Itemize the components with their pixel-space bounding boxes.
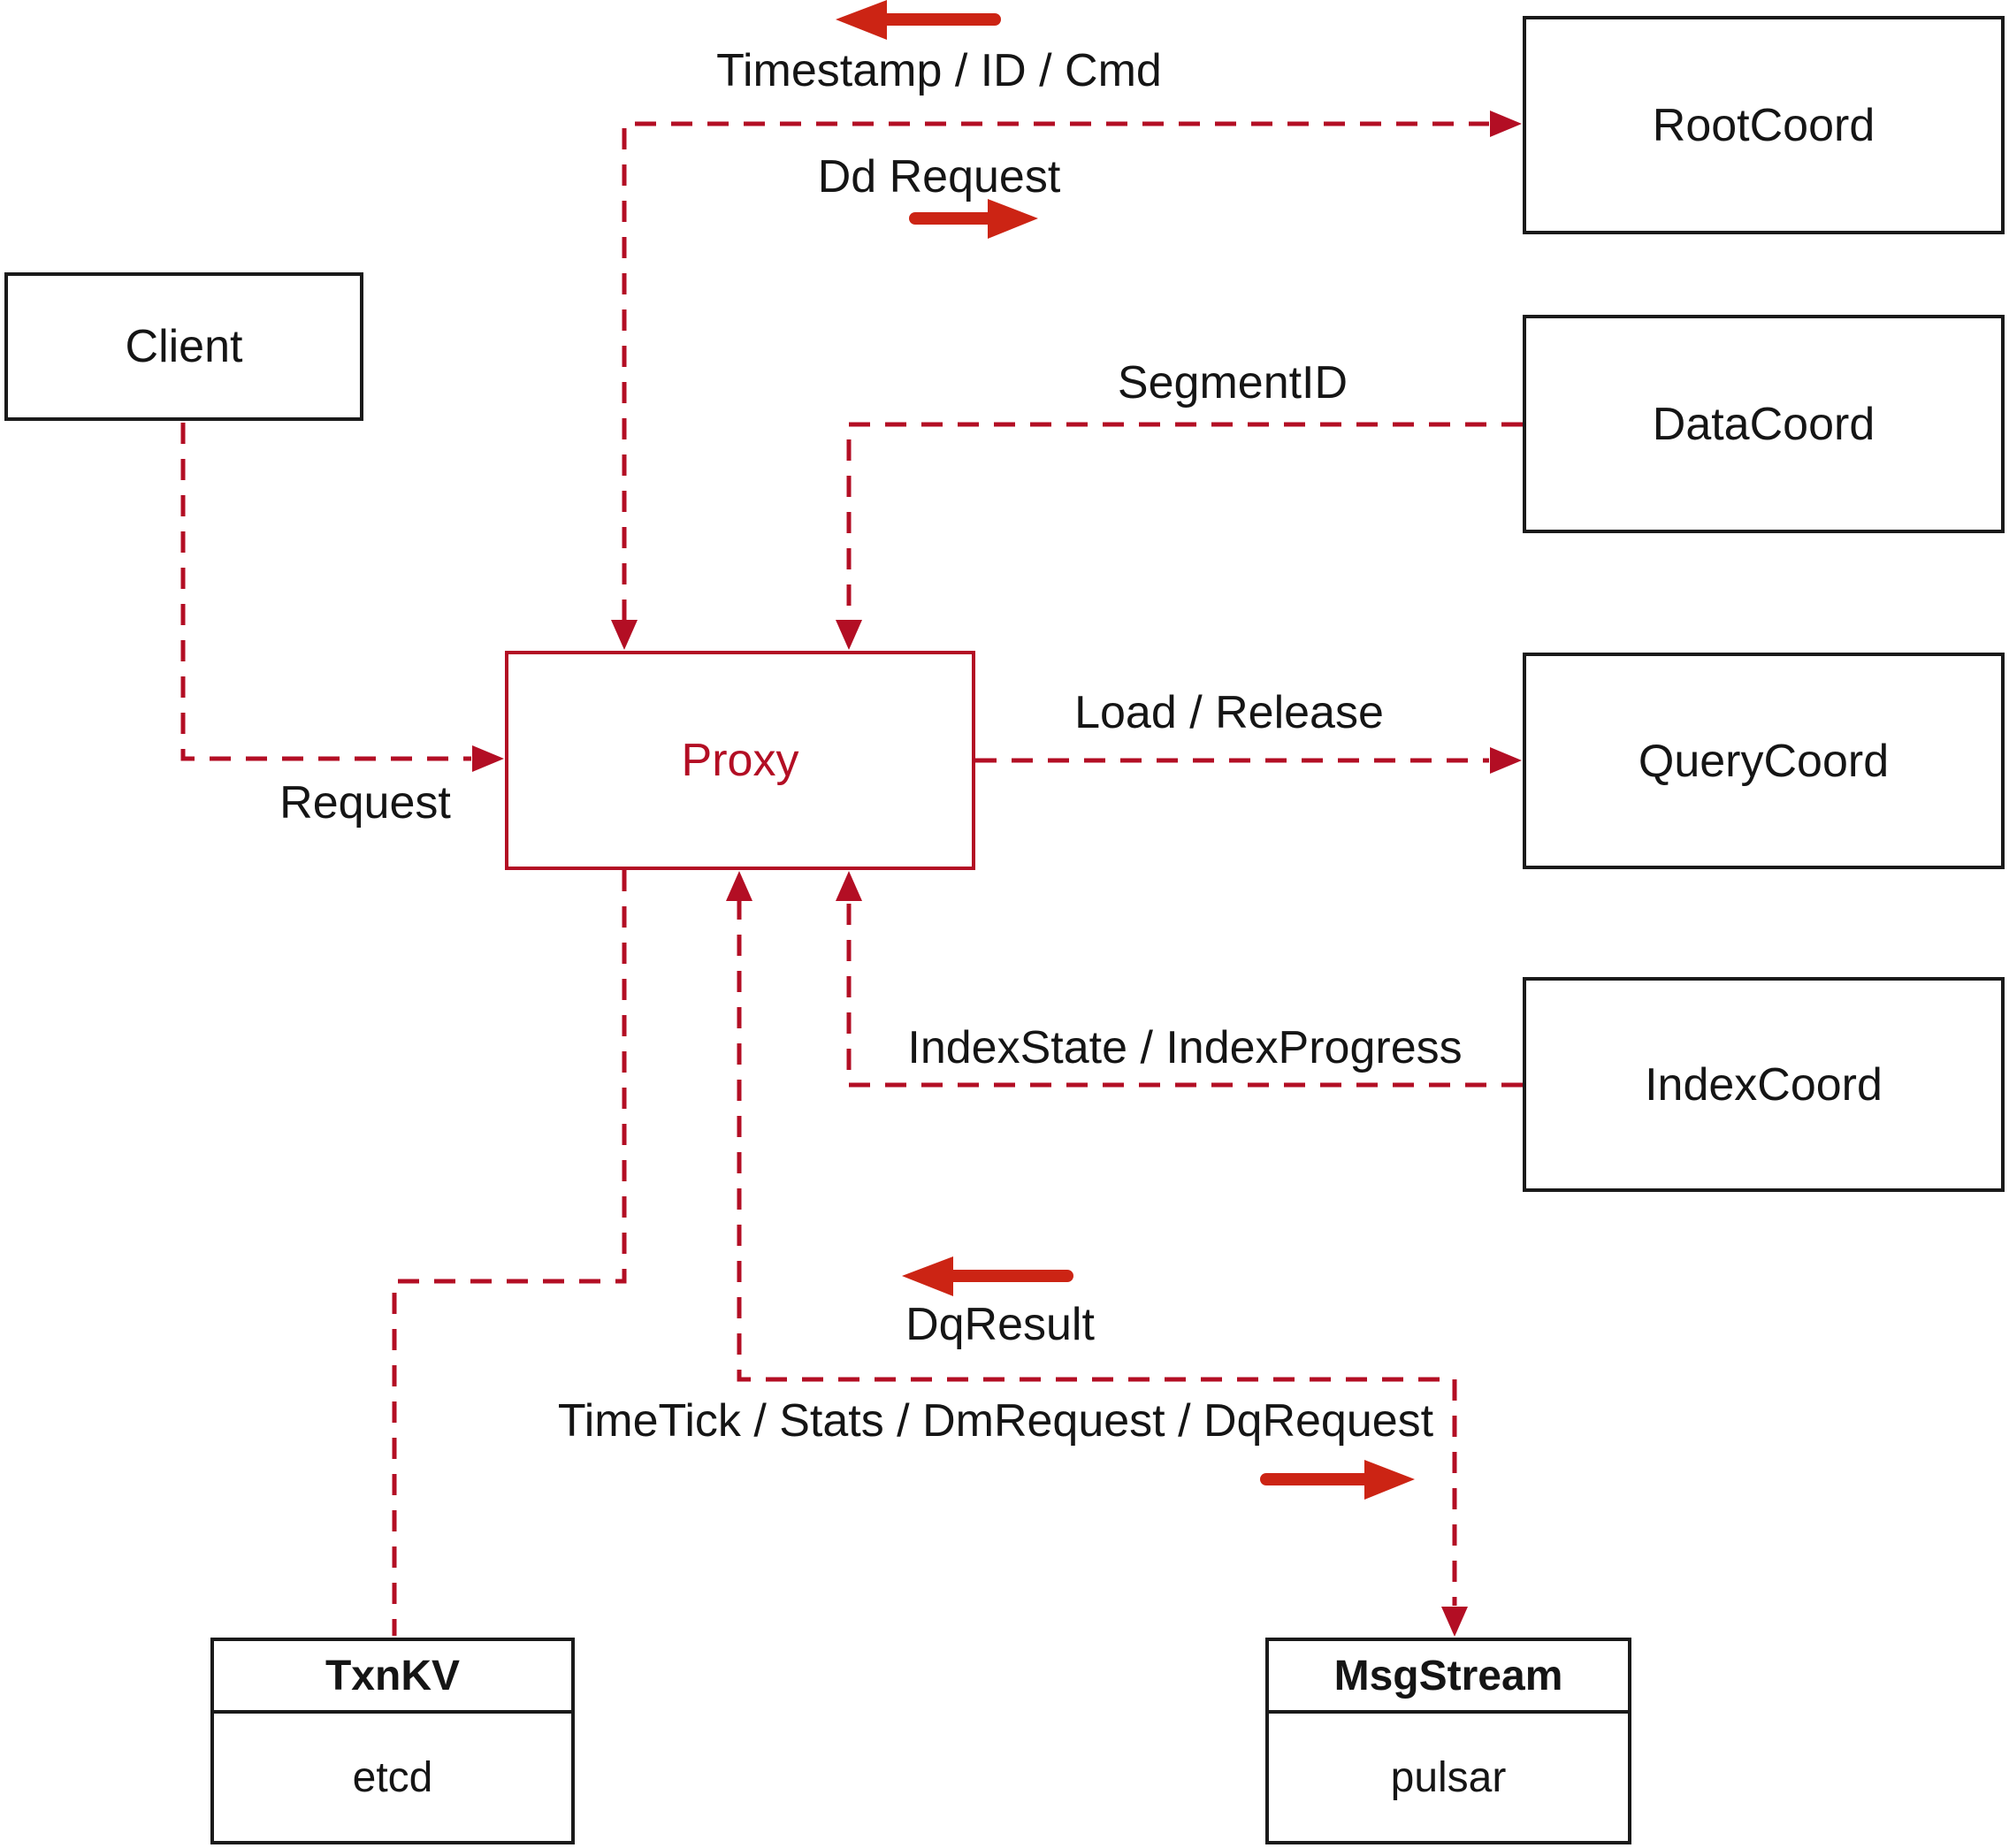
node-datacoord: DataCoord [1523,315,2005,533]
edge-client-proxy [180,423,471,761]
direction-arrow-right-ddrequest-icon [909,199,1038,239]
edge-label-dq-result: DqResult [905,1299,1095,1350]
arrowhead-into-proxy-left [472,745,504,772]
node-indexcoord-label: IndexCoord [1645,1058,1883,1111]
arrowhead-into-proxy-top-left [611,620,638,650]
node-querycoord-label: QueryCoord [1638,735,1890,787]
node-proxy-label: Proxy [681,735,799,786]
arrowhead-into-querycoord [1490,747,1522,774]
arrowhead-into-proxy-bottom-left [726,871,752,901]
node-msgstream-title: MsgStream [1269,1641,1628,1714]
direction-arrow-left-timestamp-icon [836,0,1001,40]
node-msgstream: MsgStream pulsar [1265,1638,1631,1844]
edge-proxy-txnkv [392,870,627,1636]
arrowhead-into-rootcoord [1490,111,1522,137]
edge-label-segment-id: SegmentID [1117,357,1348,409]
edge-label-index-state-progress: IndexState / IndexProgress [907,1022,1463,1073]
node-datacoord-label: DataCoord [1652,398,1875,450]
edge-label-load-release: Load / Release [1074,687,1384,738]
edge-label-dd-request: Dd Request [817,151,1061,202]
edge-proxy-msgstream [737,898,1457,1606]
node-client-label: Client [125,321,243,372]
edge-label-time-tick-stats: TimeTick / Stats / DmRequest / DqRequest [557,1395,1434,1447]
edge-datacoord-proxy [846,422,1523,621]
node-msgstream-impl: pulsar [1390,1753,1507,1801]
edge-label-timestamp-id-cmd: Timestamp / ID / Cmd [716,45,1162,96]
direction-arrow-right-timetick-icon [1260,1460,1415,1500]
node-txnkv-impl: etcd [352,1753,433,1801]
direction-arrow-left-dqresult-icon [902,1256,1073,1296]
arrowhead-into-proxy-bottom-right [836,871,862,901]
edge-proxy-rootcoord [622,121,1489,621]
node-txnkv: TxnKV etcd [210,1638,575,1844]
edge-indexcoord-proxy [846,898,1523,1088]
node-rootcoord: RootCoord [1523,16,2005,234]
arrowhead-into-proxy-top-right [836,620,862,650]
edge-label-request: Request [279,777,451,829]
node-rootcoord-label: RootCoord [1652,99,1875,151]
node-txnkv-title: TxnKV [214,1641,571,1714]
node-indexcoord: IndexCoord [1523,977,2005,1192]
arrowhead-into-msgstream [1441,1607,1468,1637]
node-client: Client [4,272,363,421]
node-querycoord: QueryCoord [1523,653,2005,869]
node-proxy: Proxy [505,651,975,870]
